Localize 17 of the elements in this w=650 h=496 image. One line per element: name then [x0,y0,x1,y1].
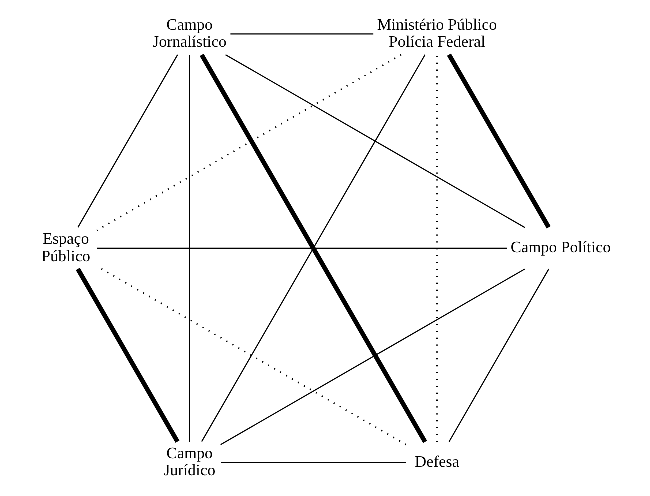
node-text: Campo Jornalístico [152,16,227,51]
connector [230,33,374,34]
connector [96,54,402,231]
connector [448,268,550,442]
connector [97,247,508,249]
connector [220,268,526,445]
connector [447,53,551,228]
connector [189,54,190,442]
connector [225,54,526,228]
connector [76,268,180,442]
connector [221,462,406,463]
node-text: Campo Político [510,239,612,256]
node-text: Defesa [415,454,460,471]
node-text: Ministério Público Polícia Federal [377,16,498,51]
node-text: Espaço Público [42,230,91,265]
connector [78,54,178,228]
node-text: Campo Jurídico [164,444,216,480]
